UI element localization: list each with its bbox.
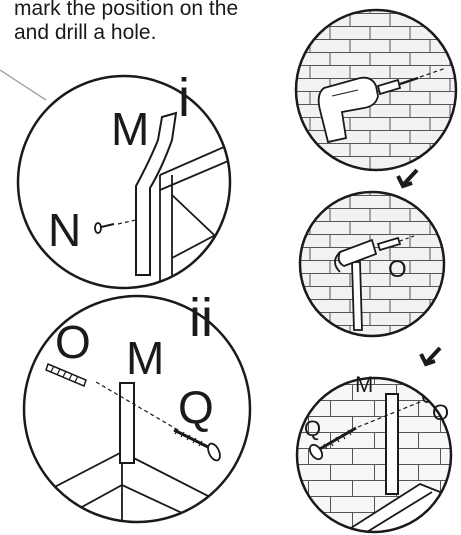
label-N: N	[48, 204, 81, 256]
arrow-down-icon	[398, 170, 417, 186]
detail-circle-screw: M O Q	[297, 372, 460, 535]
label-Q-screw: Q	[304, 416, 321, 441]
label-step-ii: ii	[189, 288, 213, 348]
detail-circle-i: M i N	[18, 68, 240, 300]
leader-line	[0, 70, 46, 100]
label-Q-ii: Q	[178, 381, 214, 433]
arrow-down-icon-2	[421, 348, 440, 364]
label-O-screw: O	[432, 400, 449, 425]
label-M-screw: M	[355, 372, 373, 397]
detail-circle-drill	[296, 10, 456, 170]
detail-circle-hammer: O	[300, 192, 444, 336]
label-M-ii: M	[126, 332, 164, 384]
label-M-top: M	[111, 103, 149, 155]
detail-circle-ii: O M ii Q	[20, 288, 255, 535]
label-O-ii: O	[55, 316, 91, 368]
label-step-i: i	[178, 68, 190, 128]
label-O-hammer: O	[388, 256, 407, 283]
